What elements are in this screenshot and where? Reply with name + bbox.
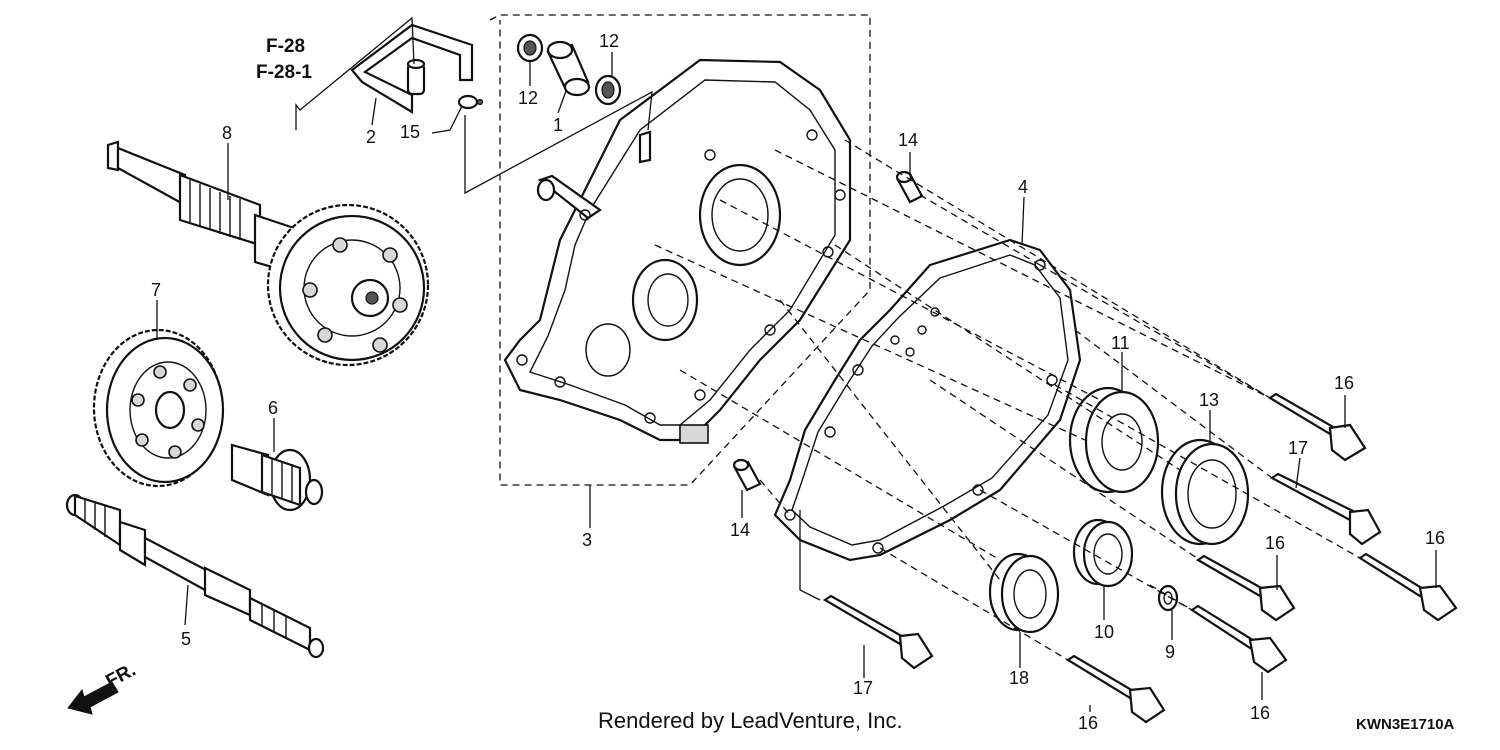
callout-15: 15: [400, 122, 420, 142]
callout-7: 7: [151, 280, 161, 300]
part-4-gasket: [773, 238, 1082, 562]
part-18-bearing: [988, 552, 1060, 634]
callout-1: 1: [553, 115, 563, 135]
callout-11: 11: [1111, 333, 1130, 353]
callout-16-e: 16: [1078, 713, 1098, 733]
callout-5: 5: [181, 629, 191, 649]
callout-16-c: 16: [1425, 528, 1445, 548]
callout-17-a: 17: [1288, 438, 1308, 458]
callout-16-a: 16: [1334, 373, 1354, 393]
part-15-clip: [457, 94, 484, 110]
part-9-washer: [1157, 584, 1179, 612]
callout-3: 3: [582, 530, 592, 550]
bolt-16-b: [1195, 554, 1296, 622]
footer-credit: Rendered by LeadVenture, Inc.: [598, 708, 903, 733]
callout-9: 9: [1165, 642, 1175, 662]
part-14-dowel-top: [895, 170, 924, 204]
part-12-seal-top: [516, 33, 544, 63]
callout-14-bottom: 14: [730, 520, 750, 540]
part-10-bearing: [1072, 518, 1134, 588]
diagram-code: KWN3E1710A: [1356, 716, 1455, 733]
callout-4: 4: [1018, 177, 1028, 197]
leader-lines: [156, 16, 1437, 712]
bolt-16-e: [1065, 654, 1166, 724]
part-2-breather-tube: [350, 23, 474, 114]
part-11-bearing: [1068, 386, 1160, 494]
bolt-16-c: [1357, 552, 1458, 622]
part-6-pinion: [230, 443, 324, 512]
callout-12-left: 12: [518, 88, 538, 108]
callout-6: 6: [268, 398, 278, 418]
part-3-transmission-cover: [503, 58, 852, 444]
bolt-16-d: [1190, 604, 1288, 674]
callout-13: 13: [1199, 390, 1219, 410]
part-14-dowel-bottom: [732, 458, 762, 492]
ref-f28: F-28: [266, 36, 305, 57]
callout-18: 18: [1009, 668, 1029, 688]
part-12-seal-bottom: [594, 74, 622, 106]
front-arrow-icon: [67, 681, 119, 715]
callout-10: 10: [1094, 622, 1114, 642]
callout-16-b: 16: [1265, 533, 1285, 553]
bolt-16-a: [1267, 392, 1367, 462]
part-5-shaft: [65, 493, 325, 659]
bolt-17-b: [822, 594, 934, 670]
part-8-shaft-gear: [106, 140, 430, 367]
part-1-collar: [546, 40, 591, 97]
callout-14-top: 14: [898, 130, 918, 150]
callout-2: 2: [366, 127, 376, 147]
callout-16-d: 16: [1250, 703, 1270, 723]
callout-12-right: 12: [599, 31, 619, 51]
bolt-17-a: [1269, 472, 1382, 546]
part-13-oil-seal: [1160, 438, 1250, 546]
callout-8: 8: [222, 123, 232, 143]
ref-f28-1: F-28-1: [256, 62, 312, 83]
callout-17-b: 17: [853, 678, 873, 698]
part-7-gear: [92, 328, 225, 488]
